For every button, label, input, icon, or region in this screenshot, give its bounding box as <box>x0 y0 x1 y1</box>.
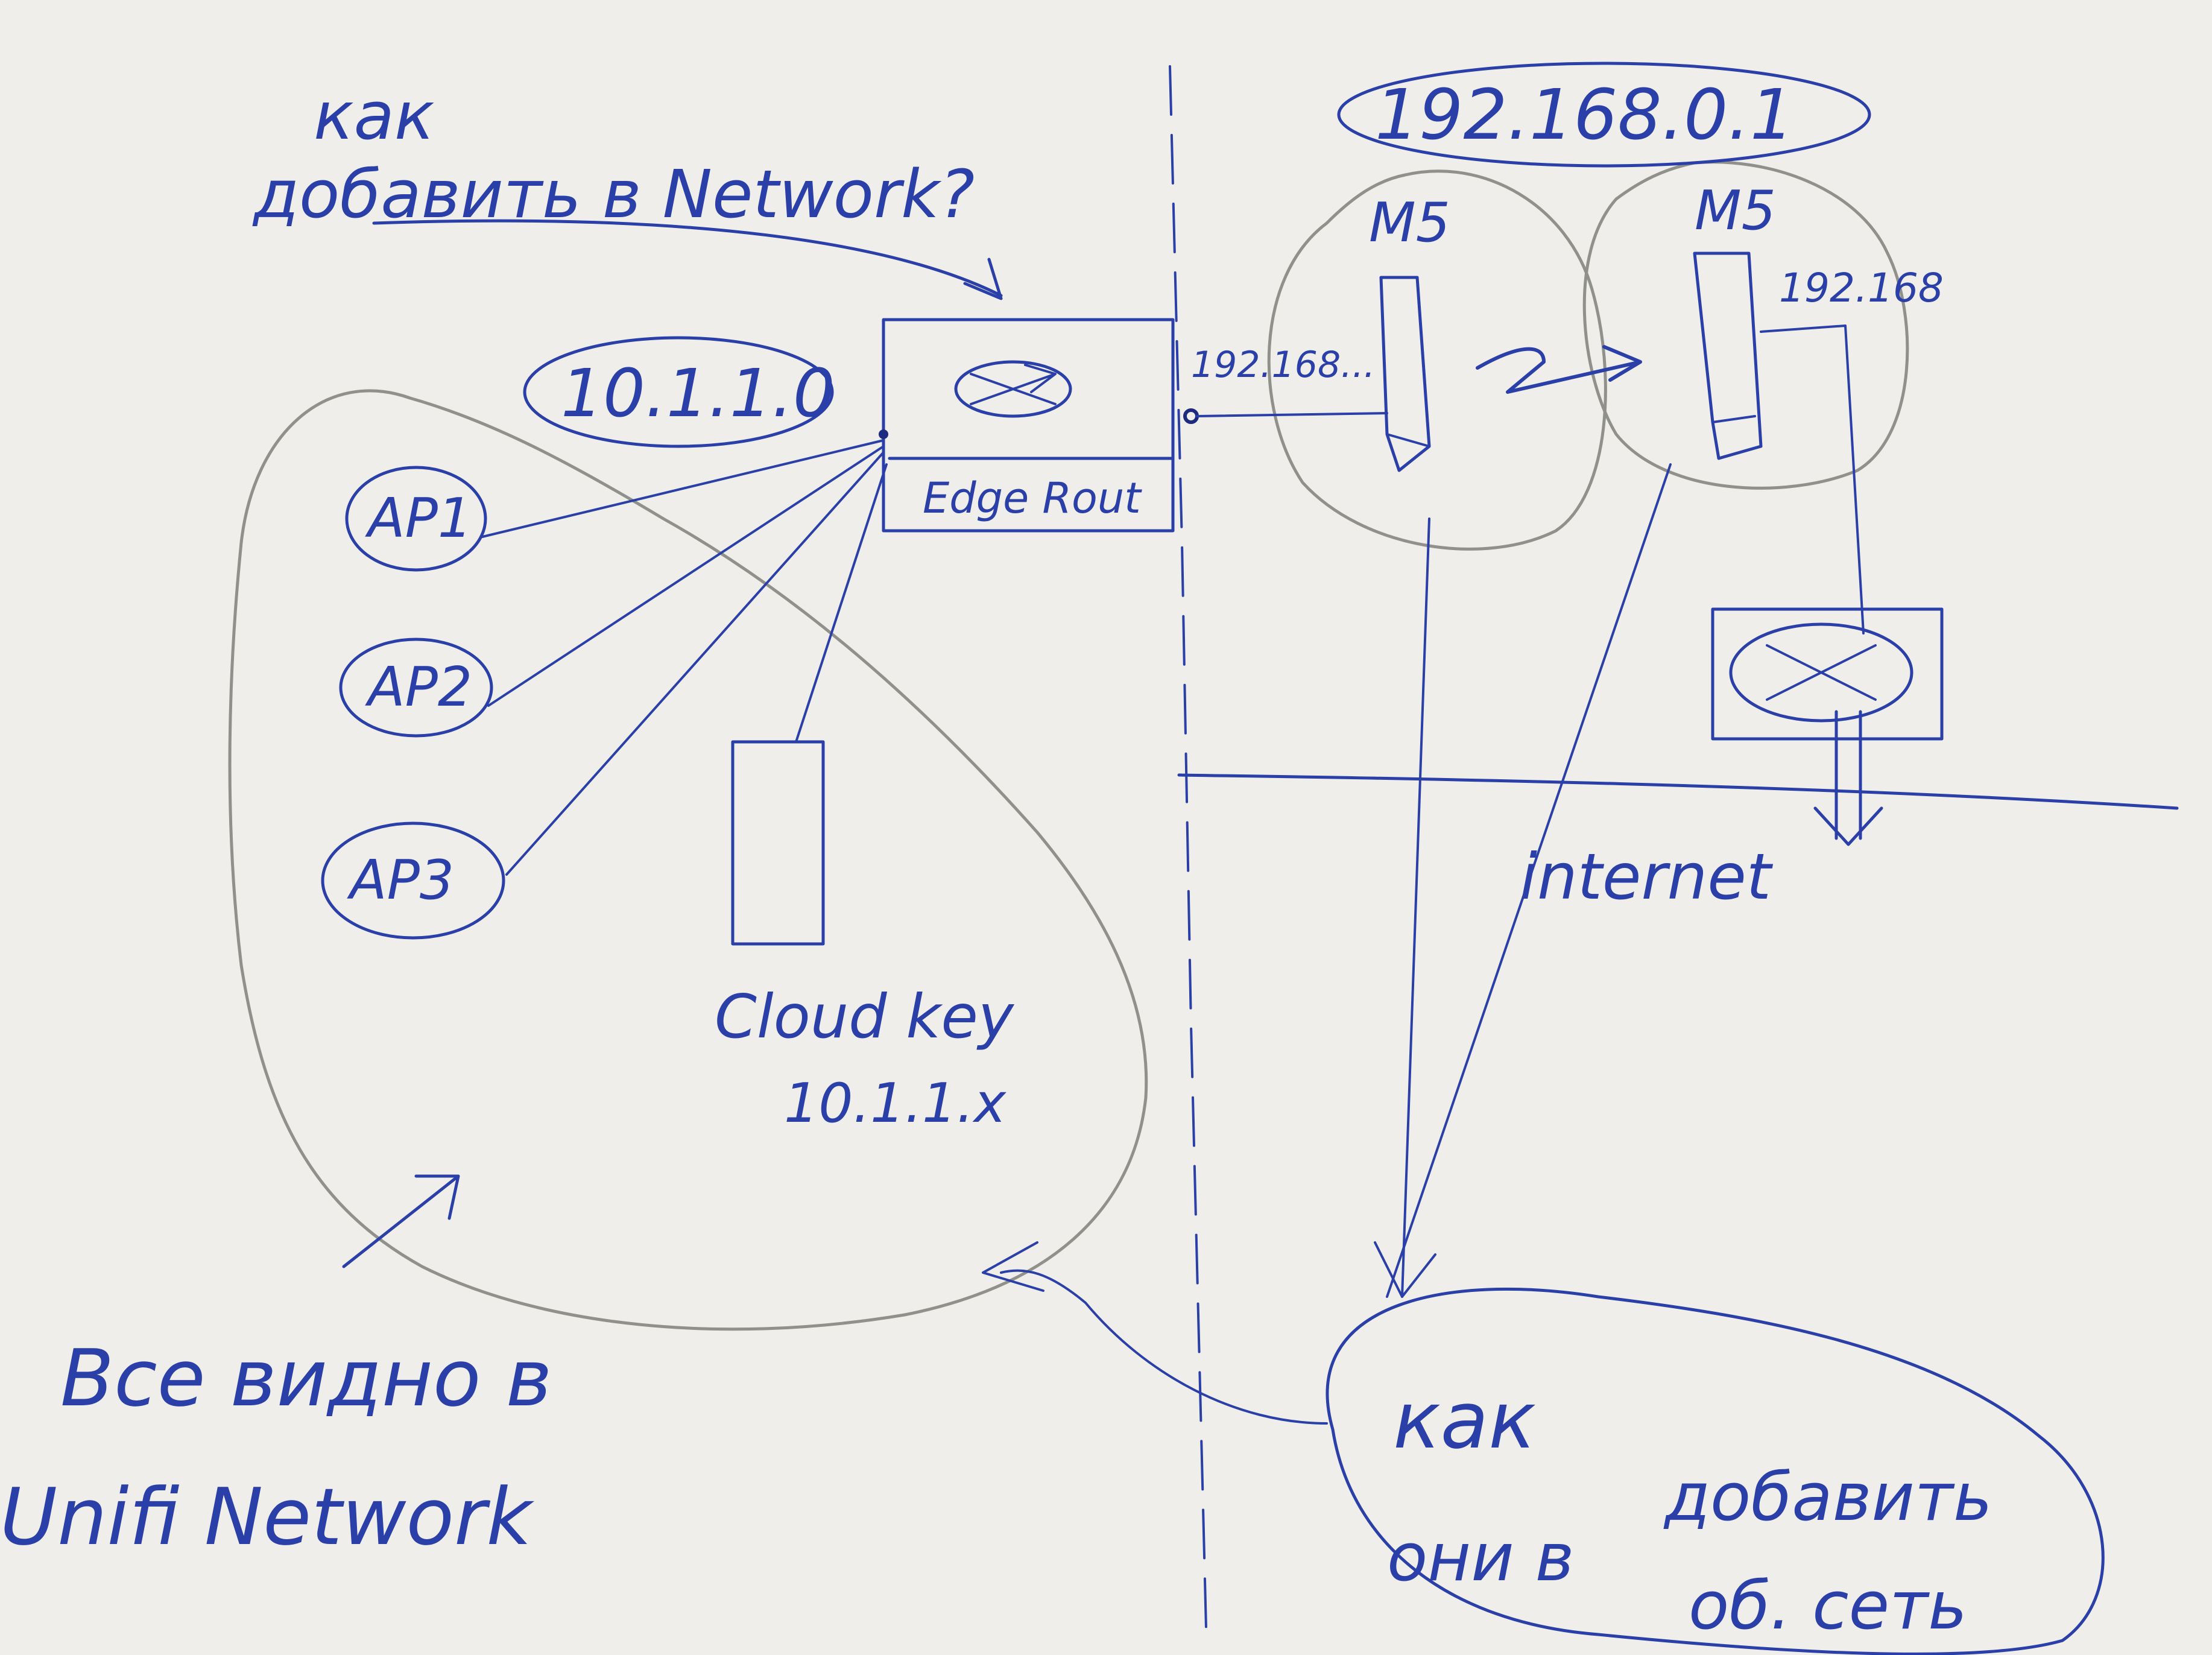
network-divider-dashed <box>1169 65 1207 1630</box>
link-router-m5 <box>1196 412 1388 417</box>
arrow-m5left-to-question <box>1374 517 1436 1298</box>
m5-right-device[interactable] <box>1693 252 1763 460</box>
m5-right-ip: 192.168 <box>1779 265 1944 311</box>
access-point-1[interactable]: AP1 <box>345 466 487 572</box>
access-point-2[interactable]: AP2 <box>339 638 493 738</box>
local-subnet-label: 10.1.1.0 <box>561 355 835 432</box>
bottom-right-line3: они в <box>1387 1519 1575 1596</box>
ap1-label: AP1 <box>365 487 472 550</box>
internet-label: internet <box>1520 840 1774 914</box>
unifi-network-boundary <box>228 389 1148 1331</box>
link-router-ap1 <box>481 439 885 538</box>
internet-uplink-arrow <box>1813 710 1883 846</box>
router-wan-port <box>1183 408 1199 424</box>
link-router-ap2 <box>487 445 885 707</box>
access-point-3[interactable]: AP3 <box>321 821 505 940</box>
internet-boundary-line <box>1177 773 2179 810</box>
bottom-right-oval <box>1326 1287 2105 1655</box>
bottom-right-line4: об. сеть <box>1689 1567 1967 1644</box>
cloud-key[interactable]: Cloud key 10.1.1.x <box>715 740 1015 1135</box>
top-question-line1: как <box>314 77 434 154</box>
edge-router[interactable]: Edge Rout <box>882 318 1175 533</box>
bottom-left-arrow <box>342 1174 460 1268</box>
ap2-label: AP2 <box>365 656 472 719</box>
router-lan-port <box>879 429 888 439</box>
cloud-key-label: Cloud key <box>715 981 1015 1052</box>
link-router-cloudkey <box>795 463 888 743</box>
bottom-left-line1: Все видно в <box>60 1332 552 1424</box>
ap3-label: AP3 <box>347 849 454 912</box>
m5-right-label: M5 <box>1695 179 1776 242</box>
wan-subnet-label: 192.168.0.1 <box>1375 75 1794 156</box>
m5-left-label: M5 <box>1369 191 1450 255</box>
internet-router-icon <box>1729 622 1913 723</box>
question-to-unifi-connector <box>982 1241 1328 1425</box>
cloud-key-ip: 10.1.1.x <box>784 1072 1007 1135</box>
wireless-link-arrow <box>1476 345 1642 394</box>
internet-router-box <box>1711 607 1944 741</box>
link-m5-modem <box>1760 324 1865 634</box>
cloud-key-box <box>731 740 825 946</box>
local-subnet-oval <box>523 336 834 448</box>
top-question-arrow <box>372 219 1003 300</box>
wan-subnet-oval <box>1337 62 1871 168</box>
internet-router[interactable] <box>1711 607 1944 741</box>
m5-left-circle <box>1267 169 1607 551</box>
bottom-left-line2: Unifi Network <box>0 1471 534 1563</box>
top-question-line2: добавить в Network? <box>252 156 975 233</box>
bottom-right-line1: как <box>1393 1375 1536 1466</box>
edge-router-label: Edge Rout <box>923 473 1142 523</box>
edge-router-box <box>882 318 1175 533</box>
router-icon <box>954 360 1072 418</box>
link-router-ap3 <box>505 451 885 876</box>
bottom-right-line2: добавить <box>1663 1458 1992 1536</box>
m5-left-device[interactable] <box>1379 276 1431 472</box>
router-port-ip: 192.168... <box>1191 344 1375 386</box>
arrow-m5right-to-question <box>1386 463 1672 1298</box>
